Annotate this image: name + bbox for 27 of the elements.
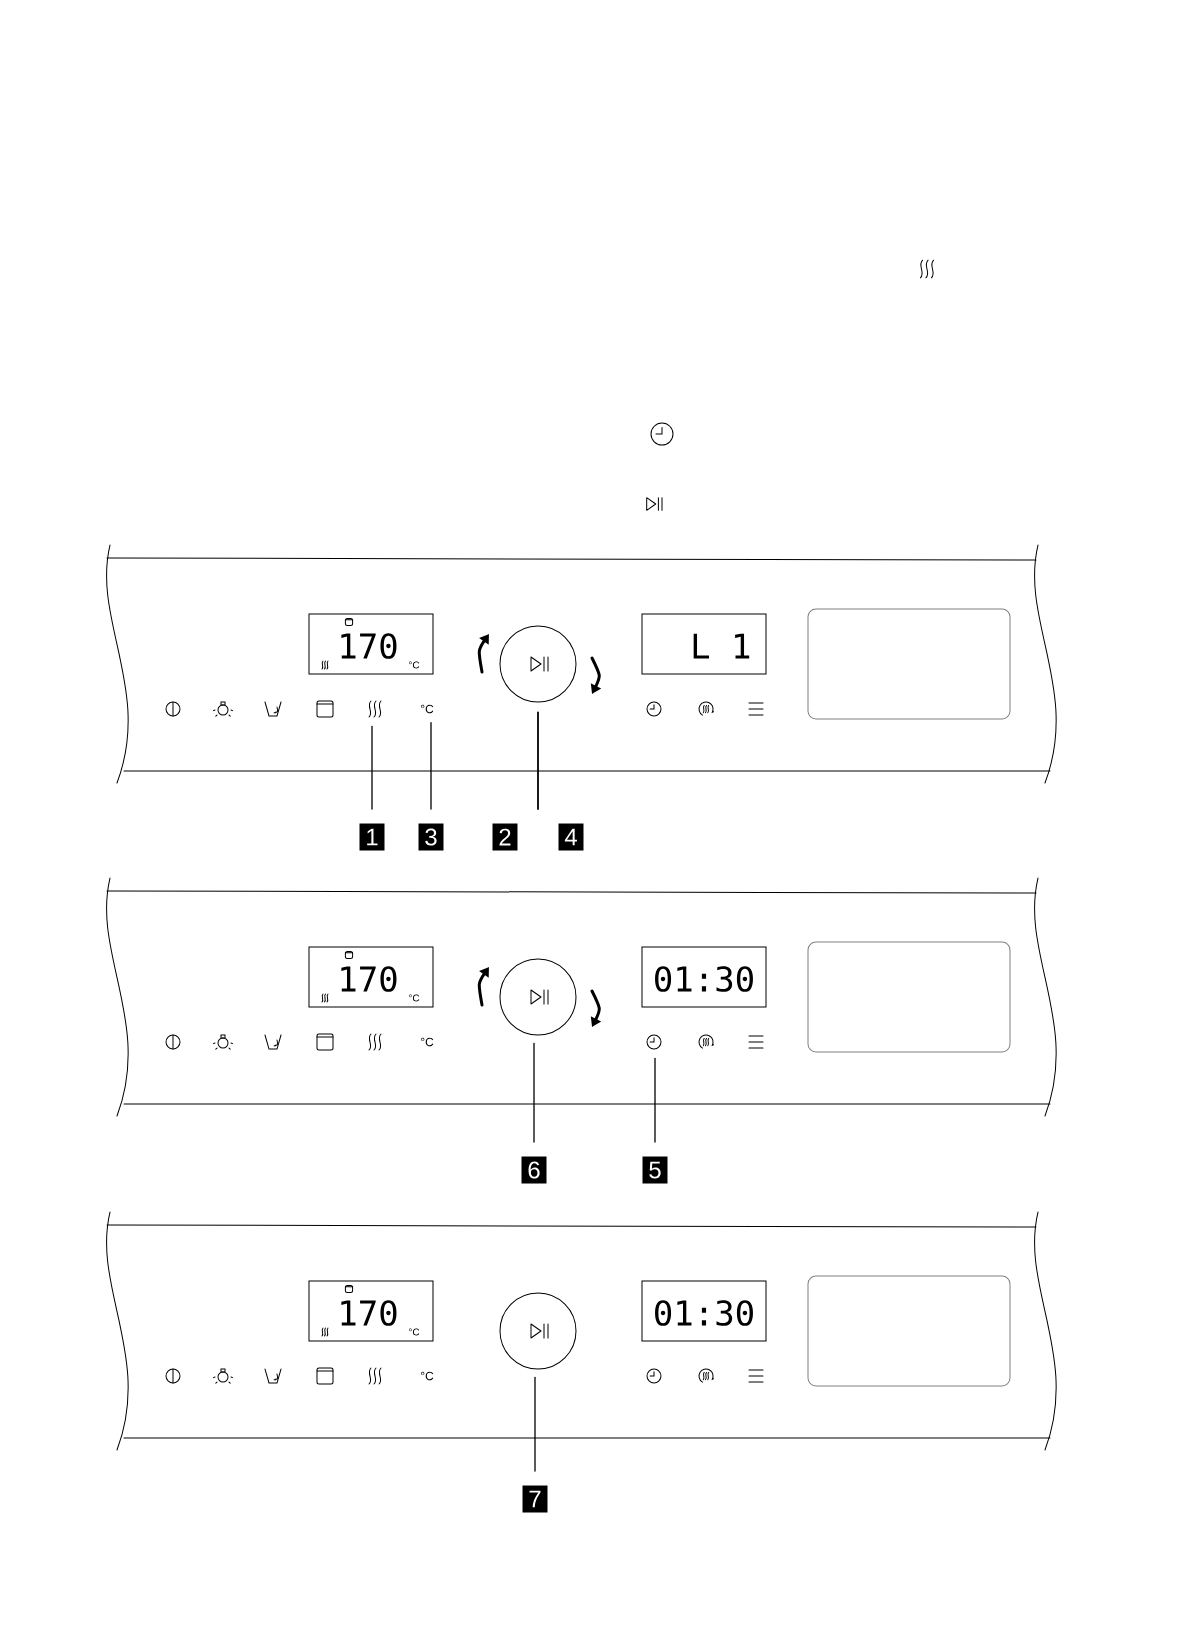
temperature-symbol: °C [421,1371,434,1381]
knob [499,958,577,1036]
leader-line [537,711,539,810]
temperature-symbol: °C [421,704,434,714]
callout-number: 7 [522,1485,548,1513]
leader-line [534,1376,536,1472]
callout-number: 5 [642,1156,668,1184]
display: 01:30 [641,1280,767,1342]
display: 170 °C [308,946,434,1008]
heat-icon [368,700,382,718]
display: 01:30 [641,946,767,1008]
callout-number: 1 [359,823,385,851]
callout-number: 4 [558,823,584,851]
display: L 1 [641,613,767,675]
clock-icon [646,1034,662,1050]
temperature-symbol: °C [421,1037,434,1047]
callout-number: 2 [492,823,518,851]
leader-line [533,1042,535,1143]
callout-number: 3 [418,823,444,851]
leader-line [371,725,373,810]
callout-number: 6 [521,1156,547,1184]
knob [499,1292,577,1370]
leader-line [430,722,432,810]
display: 170 °C [308,613,434,675]
leader-line [654,1057,656,1143]
knob [499,625,577,703]
display: 170 °C [308,1280,434,1342]
